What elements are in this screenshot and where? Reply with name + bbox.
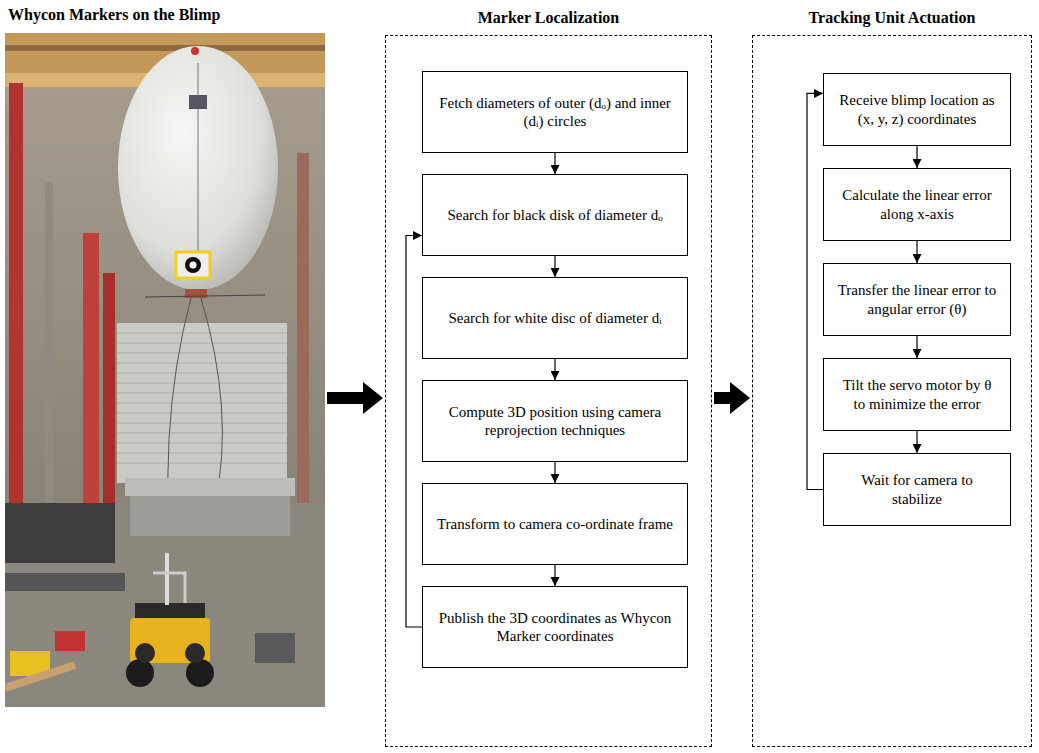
process-box: Receive blimp location as (x, y, z) coor… [823,73,1011,146]
flow-arrow [916,146,917,168]
process-box: Publish the 3D coordinates as Whycon Mar… [422,586,688,668]
step-text: Fetch diameters of outer (dₒ) and inner … [435,94,675,131]
photo-panel: Whycon Markers on the Blimp [5,33,325,707]
process-box: Wait for camera to stabilize [823,453,1011,526]
process-box: Compute 3D position using camera reproje… [422,380,688,462]
flow-arrow [916,431,917,453]
panel-title: Tracking Unit Actuation [753,9,1031,27]
flow-arrow [554,359,555,380]
step-text: Transform to camera co-ordinate frame [437,515,673,533]
dashed-panel: Marker LocalizationFetch diameters of ou… [385,35,712,747]
process-box: Search for black disk of diameter dₒ [422,174,688,256]
step-text: Tilt the servo motor by θ to minimize th… [836,376,998,413]
process-box: Transform to camera co-ordinate frame [422,483,688,565]
step-text: Publish the 3D coordinates as Whycon Mar… [435,609,675,646]
panel-title: Marker Localization [386,9,711,27]
step-text: Search for white disc of diameter dᵢ [448,309,661,327]
step-text: Compute 3D position using camera reproje… [435,403,675,440]
process-box: Calculate the linear error along x-axis [823,168,1011,241]
flow-arrow [406,236,422,628]
step-text: Receive blimp location as (x, y, z) coor… [836,91,998,128]
flow-arrow [807,93,823,489]
step-text: Wait for camera to stabilize [836,471,998,508]
step-text: Transfer the linear error to angular err… [836,281,998,318]
flow-arrow [554,153,555,174]
dashed-panel: Tracking Unit ActuationReceive blimp loc… [752,35,1032,747]
flow-arrow [554,565,555,586]
block-arrow [327,382,383,414]
flow-arrow [554,462,555,483]
flow-arrow [916,336,917,358]
flow-arrow [554,256,555,277]
panel-title: Whycon Markers on the Blimp [8,6,328,24]
process-box: Fetch diameters of outer (dₒ) and inner … [422,71,688,153]
step-text: Search for black disk of diameter dₒ [447,206,662,224]
block-arrow [714,382,750,414]
process-box: Transfer the linear error to angular err… [823,263,1011,336]
step-text: Calculate the linear error along x-axis [836,186,998,223]
process-box: Tilt the servo motor by θ to minimize th… [823,358,1011,431]
flow-arrow [916,241,917,263]
process-box: Search for white disc of diameter dᵢ [422,277,688,359]
blimp-photo [5,33,325,707]
